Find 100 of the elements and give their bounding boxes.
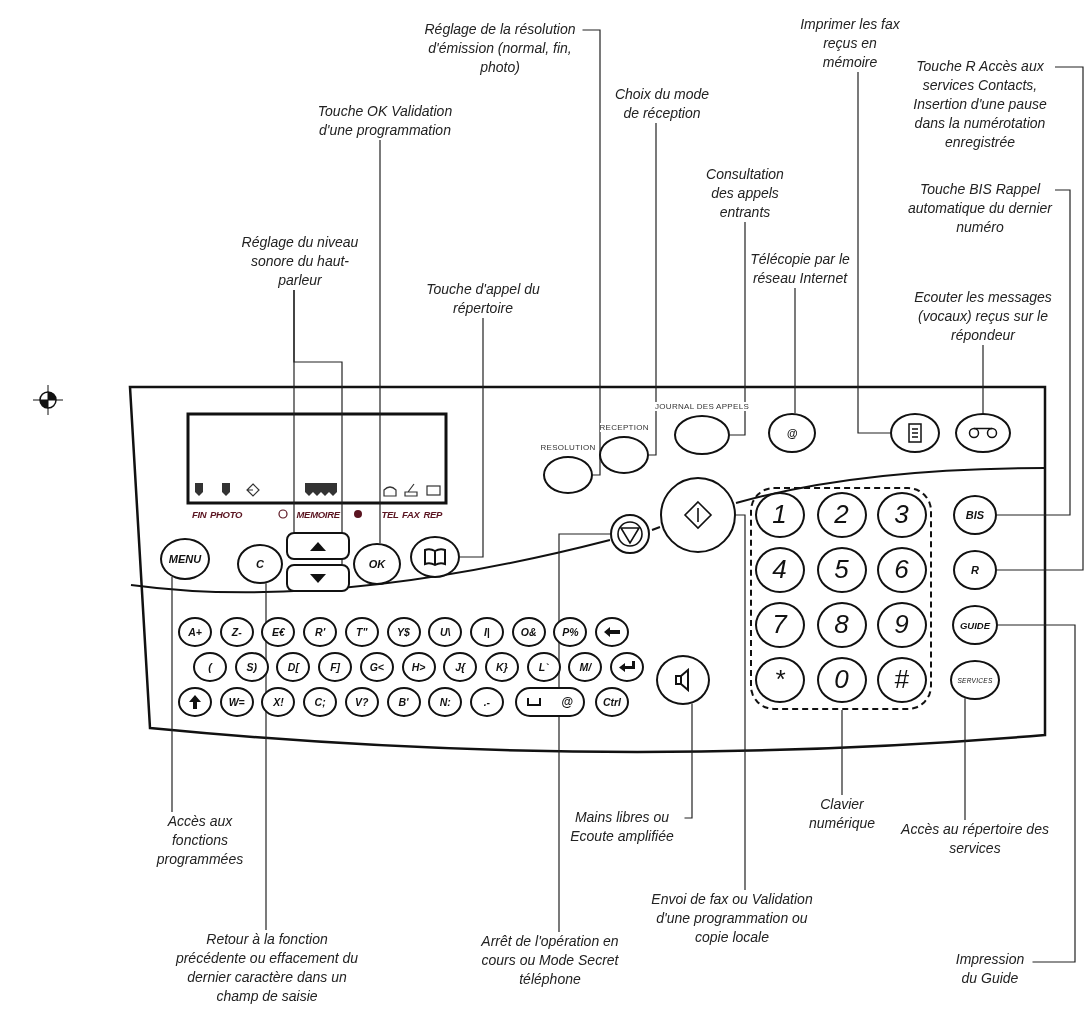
leader-line	[379, 139, 381, 544]
key: Z-	[219, 617, 254, 647]
key: 9	[876, 601, 927, 648]
leader-line	[735, 514, 746, 891]
key: G<	[359, 652, 394, 682]
key: S)	[234, 652, 269, 682]
leader-line	[459, 317, 484, 558]
callout-text: Accès aux fonctions programmées	[145, 812, 255, 869]
callout-text: Réglage du niveau sonore du haut-parleur	[230, 233, 370, 290]
key: (	[193, 652, 227, 682]
key	[955, 413, 1011, 453]
indicator-label: FAX	[402, 509, 420, 520]
key	[286, 532, 350, 560]
callout-text: Touche BIS Rappel automatique du dernier numéro	[905, 180, 1055, 237]
key: E€	[261, 617, 296, 647]
callout-text: Mains libres ou Ecoute amplifiée	[559, 808, 685, 846]
key: U\	[428, 617, 463, 647]
key: GUIDE	[952, 605, 998, 645]
key	[890, 413, 940, 453]
callout-text: Réglage de la résolution d'émission (normal, fin, photo)	[417, 20, 583, 77]
leader-line	[581, 29, 601, 476]
key: 6	[876, 546, 927, 593]
indicator-label: FIN	[192, 509, 207, 520]
leader-line	[982, 344, 984, 414]
leader-line	[648, 122, 657, 456]
key-label: RESOLUTION	[540, 443, 596, 452]
key: M/	[568, 652, 603, 682]
key: 5	[816, 546, 867, 593]
leader-line	[964, 697, 966, 821]
key: R	[953, 550, 997, 590]
key	[286, 564, 350, 592]
key: 7	[754, 601, 805, 648]
key: R'	[303, 617, 338, 647]
key: *	[754, 656, 805, 703]
key: .-	[469, 687, 504, 717]
leader-line	[683, 703, 693, 819]
callout-text: Imprimer les fax reçus en mémoire	[797, 15, 903, 72]
callout-text: Touche R Accès aux services Contacts, Insertion d'une pause dans la numérotation enregistrée	[905, 57, 1055, 152]
callout-text: Clavier numérique	[802, 795, 882, 833]
key: Y$	[386, 617, 421, 647]
key: BIS	[953, 495, 997, 535]
key-label: JOURNAL DES APPELS	[655, 402, 750, 411]
key: 8	[816, 601, 867, 648]
key: D[	[276, 652, 311, 682]
key	[178, 687, 212, 717]
key: W=	[219, 687, 254, 717]
callout-text: Ecouter les messages (vocaux) reçus sur le répondeur	[905, 288, 1061, 345]
key: 0	[816, 656, 867, 703]
callout-text: Choix du mode de réception	[607, 85, 717, 123]
callout-text: Retour à la fonction précédente ou effacement du dernier caractère dans un champ de saisie	[172, 930, 362, 1006]
key	[610, 514, 650, 554]
key: P%	[553, 617, 588, 647]
leader-line	[997, 624, 1076, 963]
key: K}	[484, 652, 519, 682]
indicator-label: MEMOIRE	[296, 509, 340, 520]
key: J{	[443, 652, 478, 682]
leader-line	[841, 709, 843, 796]
key: 4	[754, 546, 805, 593]
key: B'	[386, 687, 421, 717]
key: A+	[178, 617, 212, 647]
callout-text: Accès au répertoire des services	[890, 820, 1060, 858]
key	[610, 652, 644, 682]
key	[656, 655, 710, 705]
leader-line	[794, 287, 796, 414]
key-label: RECEPTION	[599, 423, 649, 432]
leader-line	[996, 66, 1084, 571]
key: C;	[303, 687, 338, 717]
key: @	[515, 687, 585, 717]
key	[410, 536, 460, 578]
key: 1	[754, 491, 805, 538]
key: 2	[816, 491, 867, 538]
key: L`	[526, 652, 561, 682]
keypad-frame	[750, 487, 932, 710]
leader-line	[857, 71, 891, 434]
key: #	[876, 656, 927, 703]
callout-text: Impression du Guide	[947, 950, 1033, 988]
key: T"	[344, 617, 379, 647]
key	[595, 617, 629, 647]
callout-text: Consultation des appels entrants	[695, 165, 795, 222]
indicator-label: TEL	[381, 509, 399, 520]
callout-text: Touche OK Validation d'une programmation	[310, 102, 460, 140]
leader-line	[729, 221, 746, 436]
key: I|	[469, 617, 504, 647]
key: @	[768, 413, 816, 453]
key: MENU	[160, 538, 210, 580]
key: Ctrl	[595, 687, 629, 717]
leader-line	[171, 576, 173, 813]
callout-text: Télécopie par le réseau Internet	[750, 250, 850, 288]
key: OK	[353, 543, 401, 585]
key: 3	[876, 491, 927, 538]
callout-text: Envoi de fax ou Validation d'une programmation ou copie locale	[649, 890, 815, 947]
key: N:	[428, 687, 463, 717]
callout-text: Arrêt de l'opération en cours ou Mode Secret téléphone	[475, 932, 625, 989]
leader-line	[996, 189, 1071, 516]
key: F]	[318, 652, 353, 682]
leader-line	[293, 289, 343, 565]
callout-text: Touche d'appel du répertoire	[423, 280, 543, 318]
key: H>	[401, 652, 436, 682]
key: X!	[261, 687, 296, 717]
key: C	[237, 544, 283, 584]
